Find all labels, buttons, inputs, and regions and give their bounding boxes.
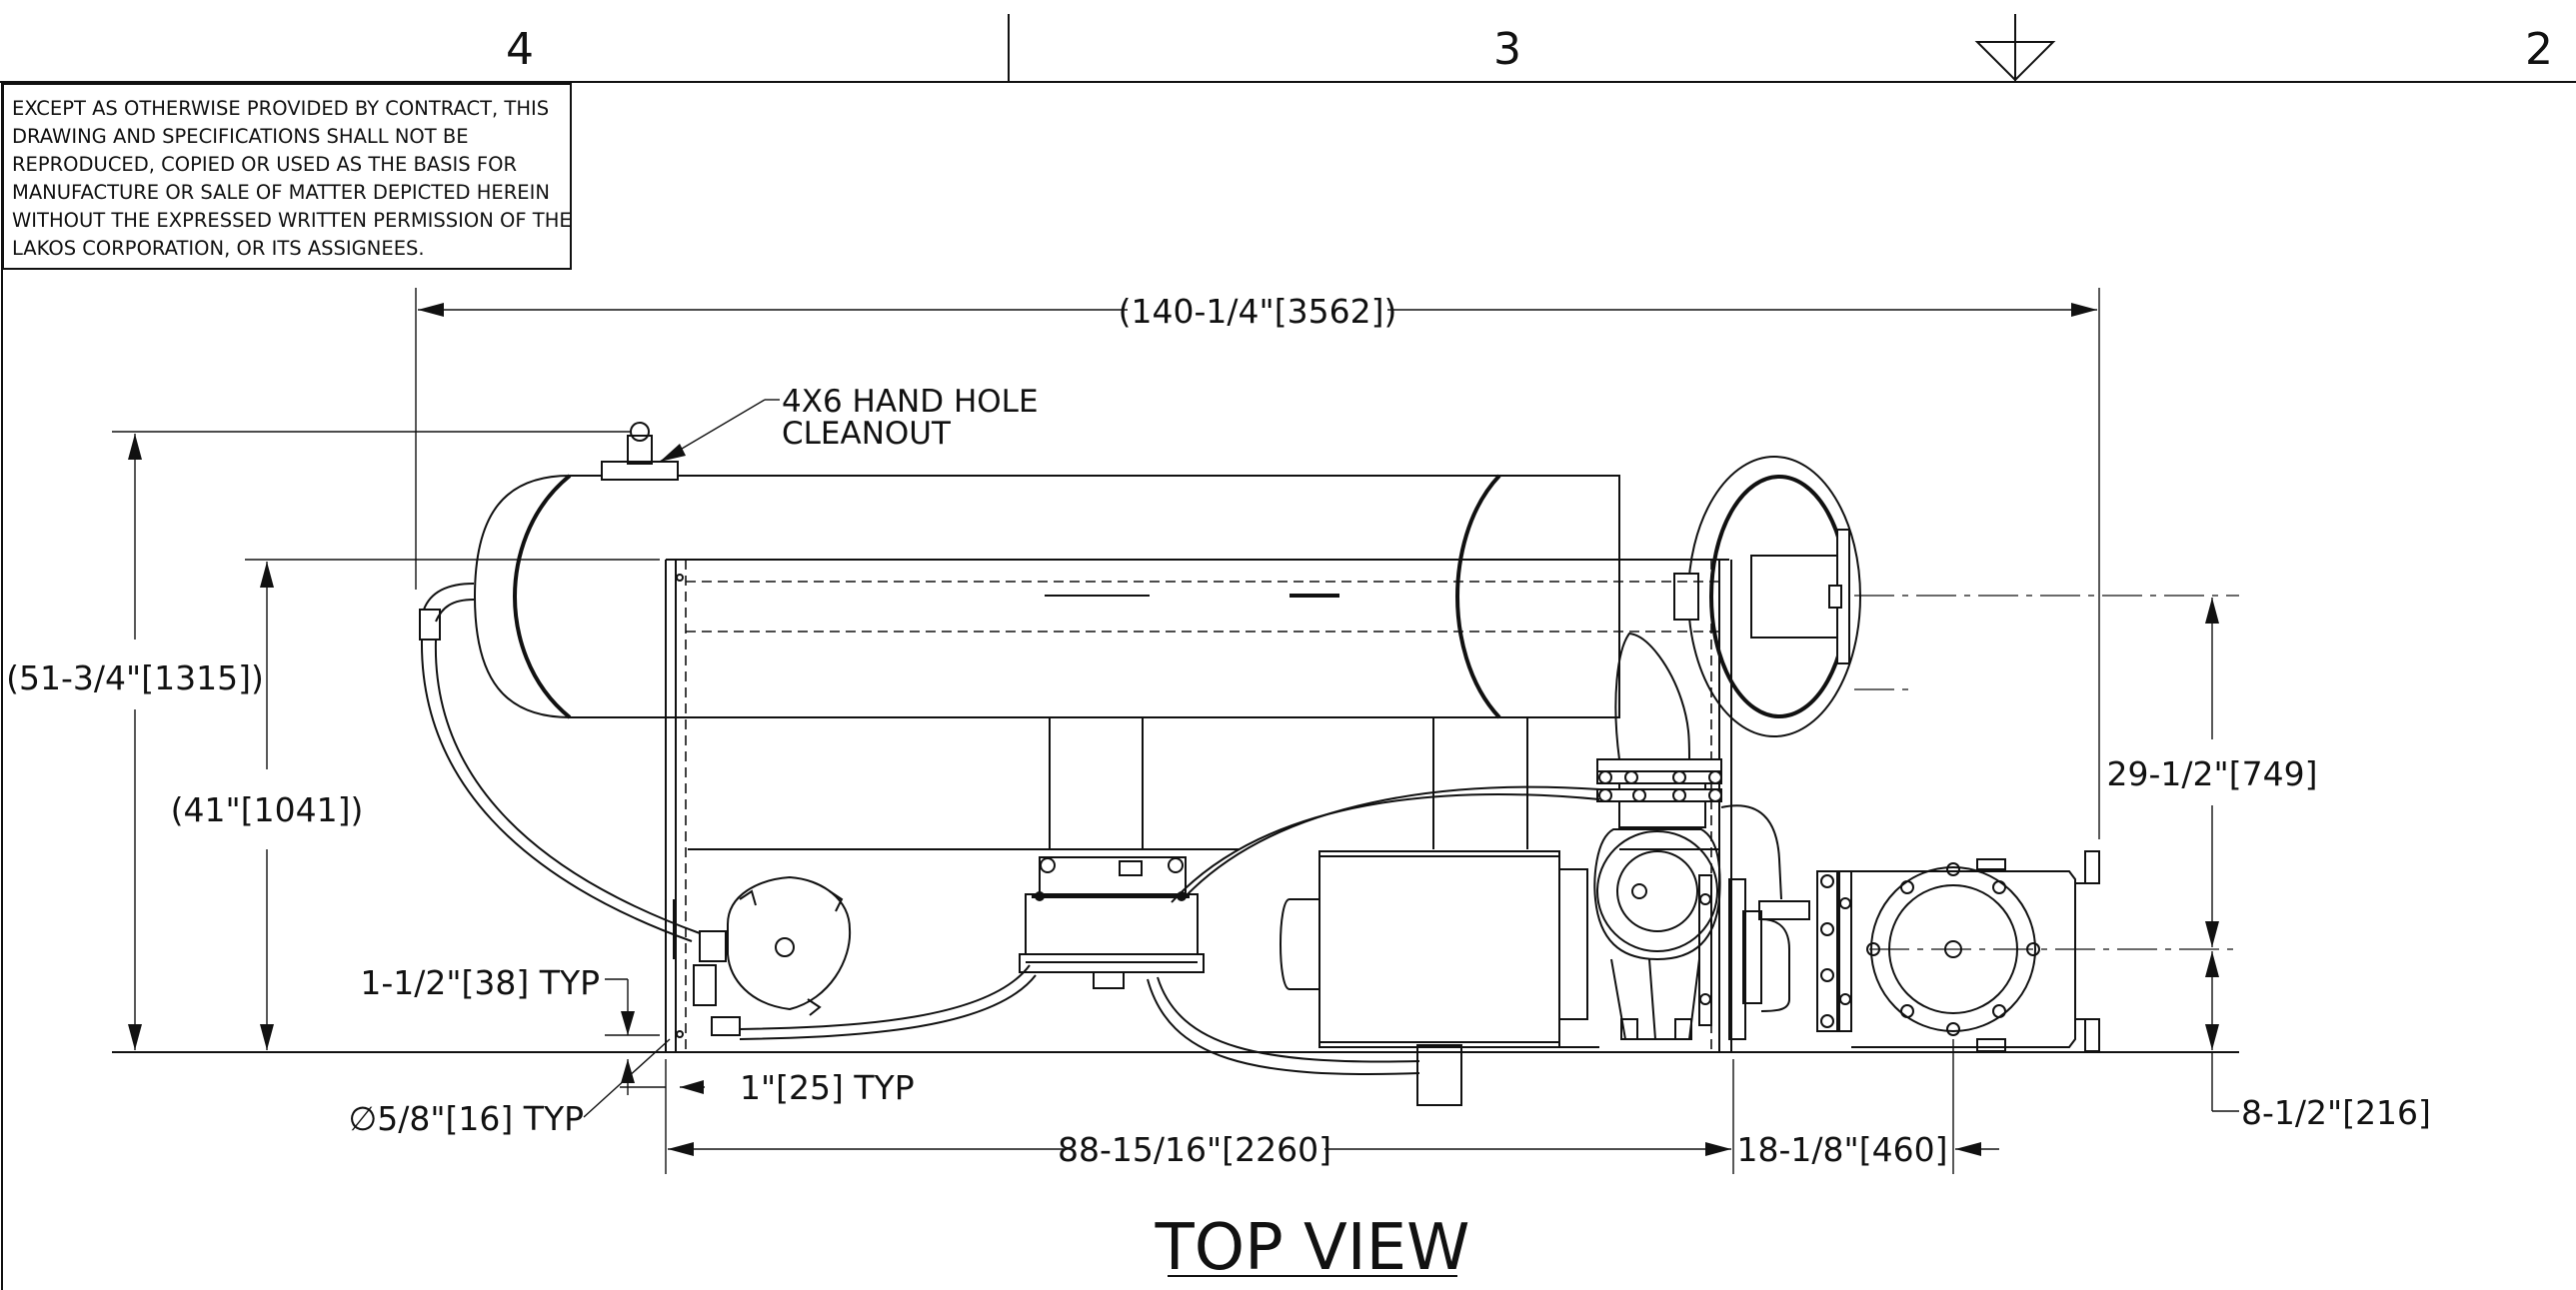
dim-overall-height-text: (51-3/4"[1315]) — [6, 658, 264, 697]
purge-valve — [673, 875, 852, 1036]
dim-skid-length-text: 88-15/16"[2260] — [1058, 1130, 1331, 1169]
notice-line-2: DRAWING AND SPECIFICATIONS SHALL NOT BE — [12, 125, 469, 148]
proprietary-notice: EXCEPT AS OTHERWISE PROVIDED BY CONTRACT… — [2, 83, 572, 270]
notice-line-1: EXCEPT AS OTHERWISE PROVIDED BY CONTRACT… — [12, 97, 549, 120]
zone-label-2: 2 — [2525, 24, 2553, 75]
callout-leader-hand-hole — [659, 399, 780, 463]
dim-inlet-height-text: 29-1/2"[749] — [2107, 754, 2318, 793]
pump-motor — [1280, 850, 1599, 1106]
notice-line-4: MANUFACTURE OR SALE OF MATTER DEPICTED H… — [12, 181, 550, 204]
notice-line-5: WITHOUT THE EXPRESSED WRITTEN PERMISSION… — [12, 209, 572, 232]
dim-overall-height — [112, 431, 630, 1050]
view-title: TOP VIEW — [1155, 1211, 1470, 1285]
dim-hole-dia-text: ∅5/8"[16] TYP — [349, 1099, 584, 1138]
zone-label-3: 3 — [1493, 24, 1521, 75]
dim-inlet-height — [2205, 598, 2239, 1112]
inlet-flange-valve — [1816, 850, 2100, 1052]
control-box — [1019, 856, 1205, 989]
dim-skid-height-text: (41"[1041]) — [171, 790, 364, 829]
sheet-border — [0, 14, 2576, 1290]
dim-outlet-offset-text: 18-1/8"[460] — [1737, 1130, 1948, 1169]
callout-hand-hole-line2: CLEANOUT — [782, 416, 952, 452]
dim-rail-width-text: 1-1/2"[38] TYP — [360, 963, 600, 1002]
skid-frame — [665, 559, 1732, 1052]
separator-vessel — [419, 422, 1620, 719]
dim-hole-edge-text: 1"[25] TYP — [740, 1068, 915, 1107]
dim-inlet-offset-text: 8-1/2"[216] — [2241, 1093, 2431, 1132]
callout-hand-hole-line1: 4X6 HAND HOLE — [782, 384, 1039, 420]
dim-rail-hole-callouts — [583, 978, 705, 1118]
notice-line-6: LAKOS CORPORATION, OR ITS ASSIGNEES. — [12, 237, 425, 260]
datum-triangle-icon — [1974, 14, 2056, 82]
zone-label-4: 4 — [506, 24, 534, 75]
hoses — [420, 639, 1782, 1075]
dim-overall-length — [415, 288, 2100, 839]
inlet-head — [1673, 456, 1861, 737]
pump-assembly — [1593, 632, 1810, 1040]
dim-skid-height — [245, 559, 660, 1050]
dim-skid-length — [665, 1039, 1999, 1174]
notice-line-3: REPRODUCED, COPIED OR USED AS THE BASIS … — [12, 153, 517, 176]
dim-overall-length-text: (140-1/4"[3562]) — [1119, 292, 1397, 331]
